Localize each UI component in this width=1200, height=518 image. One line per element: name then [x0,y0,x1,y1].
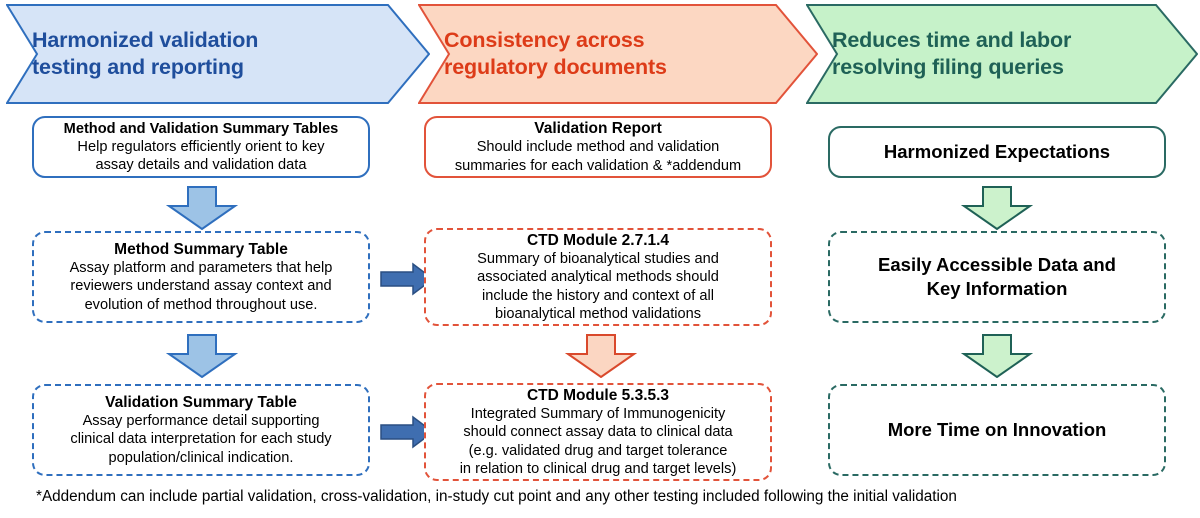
box-title: CTD Module 5.3.5.3 [526,386,670,404]
banner-line-2: regulatory documents [444,55,667,79]
banner-line-1: Reduces time and labor [832,28,1072,53]
box-easily-accessible-data: Easily Accessible Data and Key Informati… [828,231,1166,323]
box-body-line-1: Summary of bioanalytical studies and [477,250,719,267]
box-body-line-1: Should include method and validation [476,139,720,156]
banner-reduces-time-labor: Reduces time and labor resolving filing … [806,4,1198,104]
box-body-line-1: Integrated Summary of Immunogenicity [470,405,726,422]
arrow-down-orange [565,334,637,378]
banner-shape-green [806,4,1198,104]
box-body-line-2: associated analytical methods should [477,269,719,286]
arrow-down-green-2 [961,334,1033,378]
banner-consistency-regulatory: Consistency across regulatory documents [418,4,818,104]
box-body-line-1: Assay performance detail supporting [82,413,320,430]
box-title: Harmonized Expectations [883,140,1111,162]
box-title: CTD Module 2.7.1.4 [526,231,670,249]
box-title: Method and Validation Summary Tables [63,120,339,137]
box-validation-summary-table: Validation Summary Table Assay performan… [32,384,370,476]
box-title-line-1: Easily Accessible Data and [878,253,1116,275]
banner-row: Harmonized validation testing and report… [0,4,1200,104]
banner-harmonized-validation: Harmonized validation testing and report… [6,4,430,104]
box-body-line-2: assay details and validation data [95,157,307,174]
banner-label-reduces-time-labor: Reduces time and labor resolving filing … [832,27,1071,81]
box-body-line-3: include the history and context of all [481,287,715,304]
box-method-and-validation-summary-tables: Method and Validation Summary Tables Hel… [32,116,370,178]
footnote-addendum: *Addendum can include partial validation… [36,488,957,505]
box-body-line-2: clinical data interpretation for each st… [70,431,332,448]
box-body-line-2: reviewers understand assay context and [70,278,332,295]
arrow-down-blue-2 [166,334,238,378]
box-body-line-2: summaries for each validation & *addendu… [454,157,742,174]
box-ctd-module-5-3-5-3: CTD Module 5.3.5.3 Integrated Summary of… [424,383,772,481]
arrow-down-blue-1 [166,186,238,230]
box-validation-report: Validation Report Should include method … [424,116,772,178]
box-title: Validation Summary Table [105,393,297,411]
box-title: Validation Report [534,120,662,138]
banner-shape-orange [418,4,818,104]
box-body-line-4: in relation to clinical drug and target … [459,460,737,477]
banner-label-harmonized-validation: Harmonized validation testing and report… [32,27,258,81]
box-more-time-on-innovation: More Time on Innovation [828,384,1166,476]
banner-line-2: resolving filing queries [832,55,1064,79]
box-body-line-3: population/clinical indication. [108,449,294,466]
arrow-right-blue-2 [380,415,435,449]
arrow-down-green-1 [961,186,1033,230]
banner-line-2: testing and reporting [32,55,244,79]
box-body-line-3: evolution of method throughout use. [84,296,318,313]
box-title-line-2: Key Information [926,278,1068,299]
box-title: Method Summary Table [114,240,288,258]
box-method-summary-table: Method Summary Table Assay platform and … [32,231,370,323]
box-body-line-3: (e.g. validated drug and target toleranc… [468,442,728,459]
box-body-line-4: bioanalytical method validations [494,305,702,322]
box-harmonized-expectations: Harmonized Expectations [828,126,1166,178]
box-body-line-1: Help regulators efficiently orient to ke… [77,138,325,155]
box-body-line-1: Assay platform and parameters that help [69,260,333,277]
banner-line-1: Consistency across [444,28,645,53]
banner-label-consistency-regulatory: Consistency across regulatory documents [444,27,667,81]
box-body-line-2: should connect assay data to clinical da… [463,424,733,441]
box-ctd-module-2-7-1-4: CTD Module 2.7.1.4 Summary of bioanalyti… [424,228,772,326]
arrow-right-blue-1 [380,262,435,296]
banner-line-1: Harmonized validation [32,28,259,53]
box-title: More Time on Innovation [887,418,1107,440]
banner-shape-blue [6,4,430,104]
